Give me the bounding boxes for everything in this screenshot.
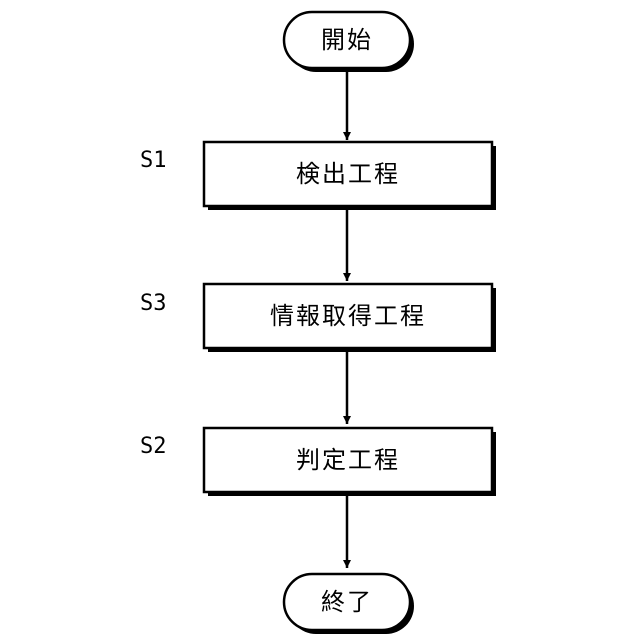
process-box-s2-label: 判定工程 bbox=[204, 428, 492, 492]
step-code-s2: S2 bbox=[140, 436, 167, 458]
end-terminal-label: 終了 bbox=[284, 574, 410, 630]
start-terminal-label: 開始 bbox=[284, 12, 410, 68]
process-box-s1-label: 検出工程 bbox=[204, 142, 492, 206]
step-code-s1: S1 bbox=[140, 150, 167, 172]
step-code-s3: S3 bbox=[140, 293, 167, 315]
process-box-s3-label: 情報取得工程 bbox=[204, 284, 492, 348]
